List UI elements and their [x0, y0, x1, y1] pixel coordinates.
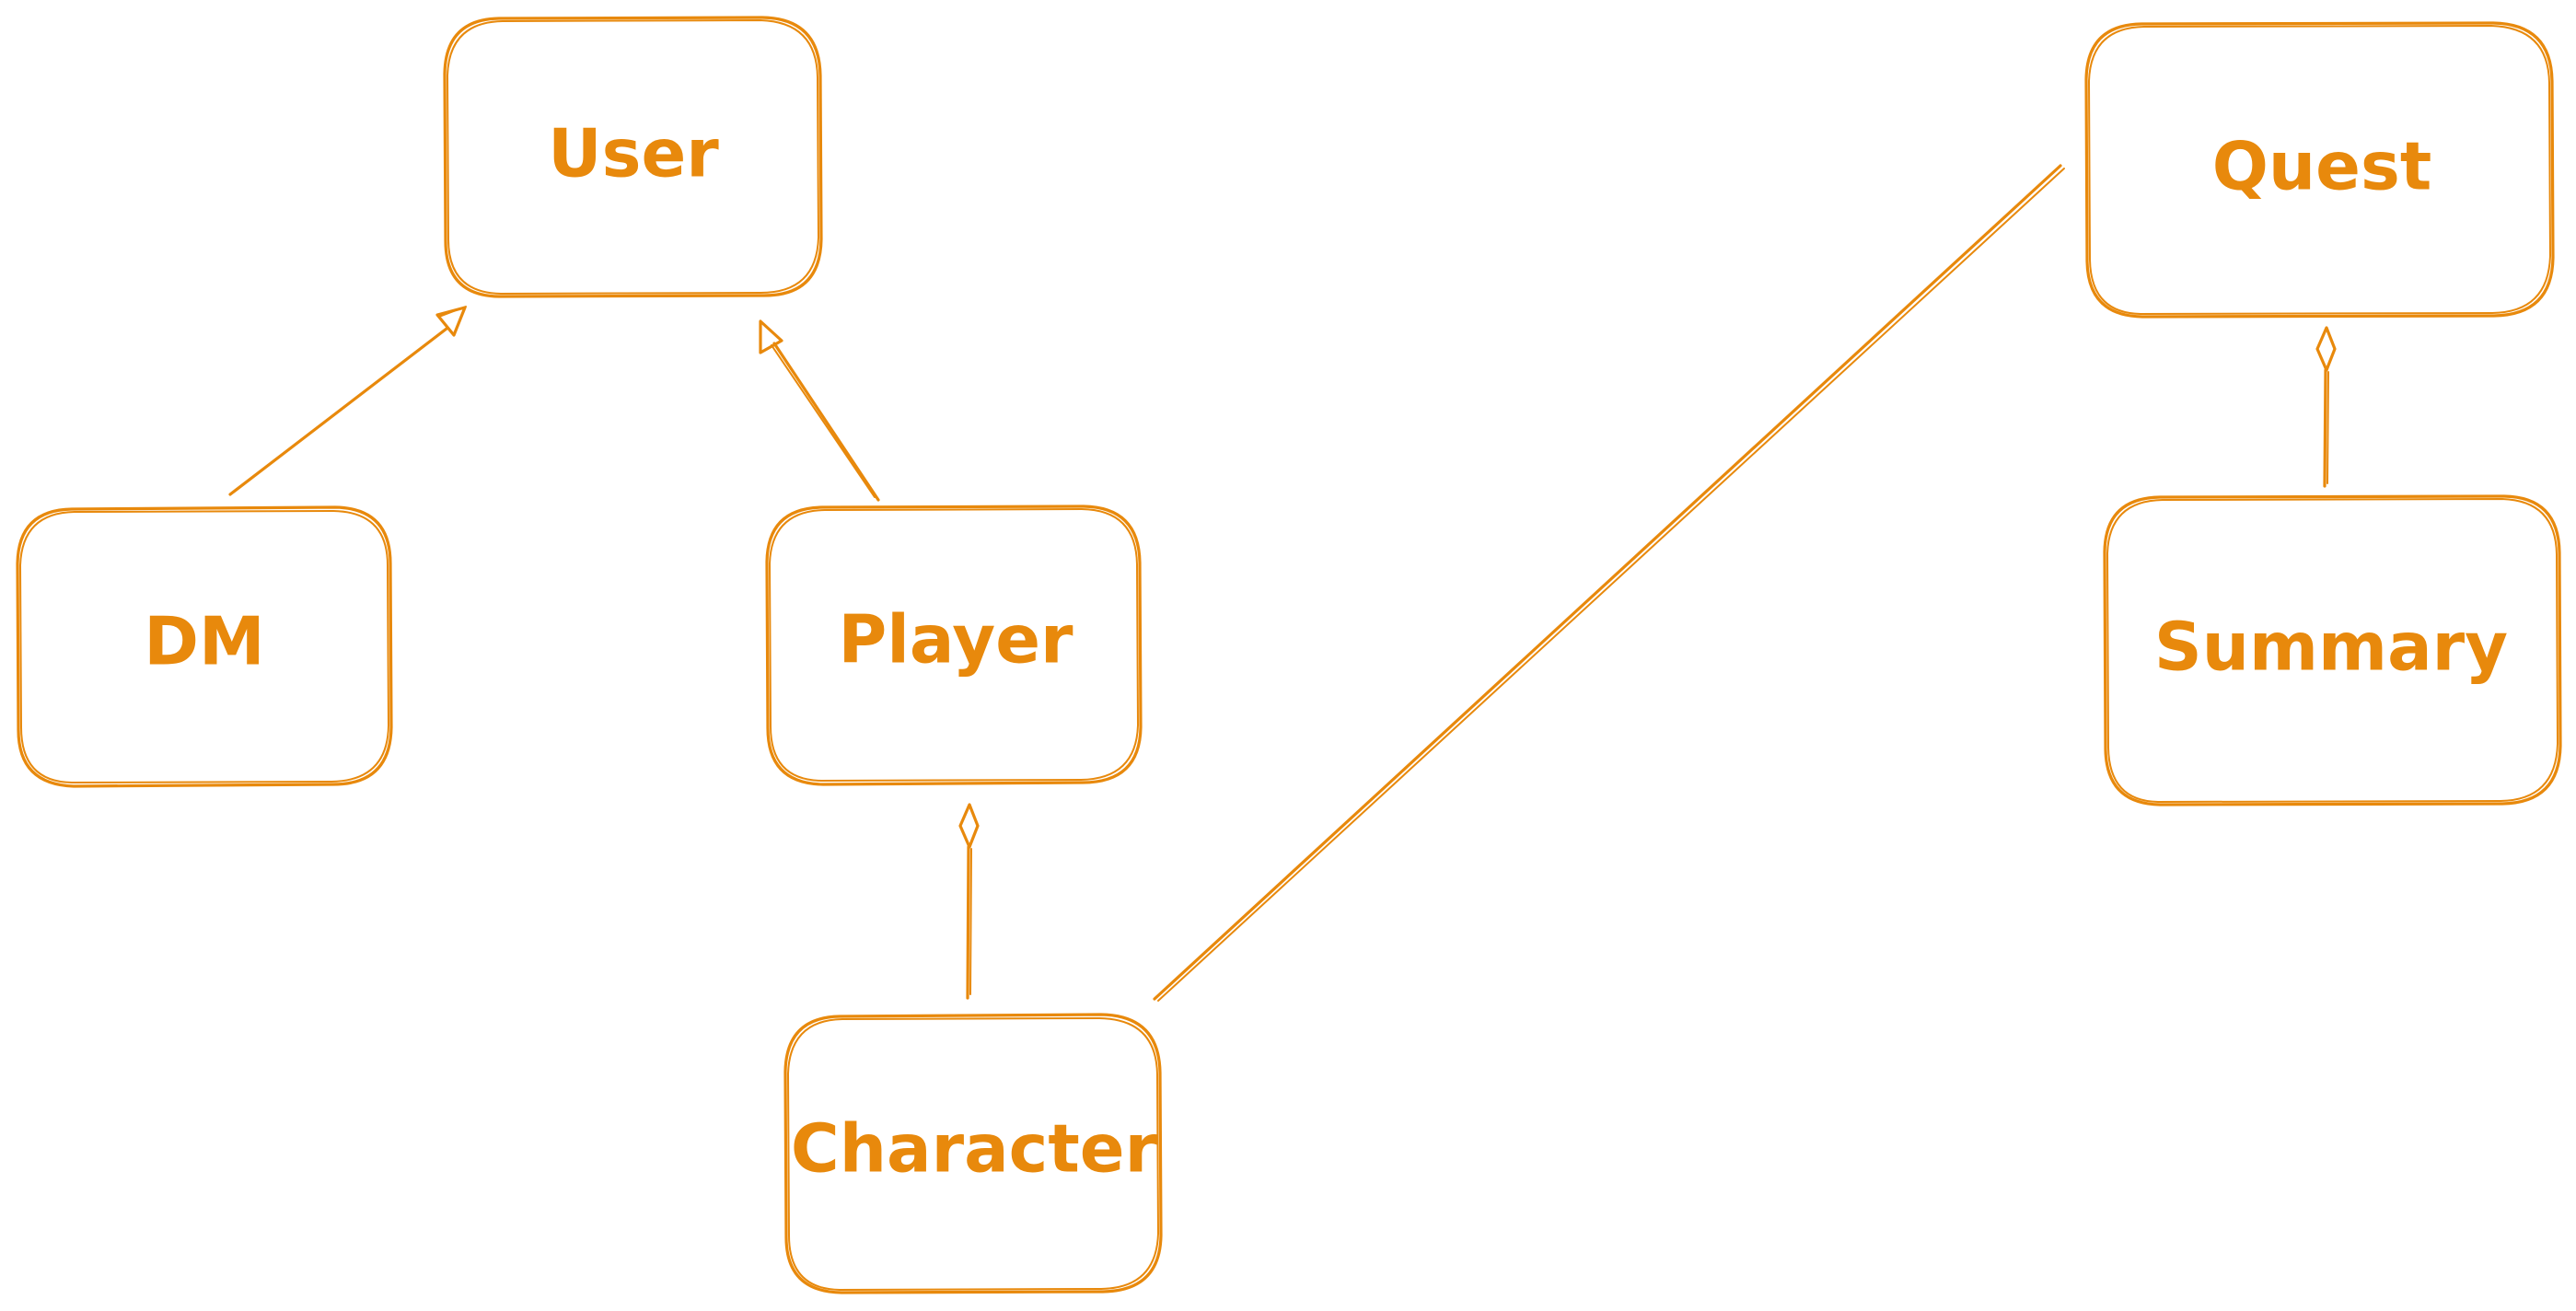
node-summary[interactable]: Summary [2103, 494, 2562, 806]
edge-summary-quest-line [2323, 368, 2327, 488]
node-character-box [783, 1013, 1163, 1294]
edge-summary-quest-line-sketch [2327, 371, 2329, 484]
edge-character-player-line [966, 845, 970, 1000]
edge-dm-user-line [228, 327, 448, 496]
node-dm[interactable]: DM [16, 505, 393, 788]
edge-character-player-line-sketch [969, 848, 972, 995]
edge-character-player[interactable] [958, 803, 980, 1000]
node-summary-label: Summary [2154, 609, 2508, 686]
edge-character-player-diamond [958, 803, 980, 849]
node-user[interactable]: User [443, 16, 823, 298]
edge-player-user[interactable] [759, 319, 880, 502]
node-summary-box-sketch [2106, 498, 2559, 803]
edge-player-user-line [772, 342, 880, 502]
edge-summary-quest-diamond [2315, 326, 2337, 372]
edge-character-quest-line [1153, 164, 2062, 1001]
node-quest-box-sketch [2088, 25, 2551, 315]
node-user-label: User [548, 115, 719, 192]
edge-player-user-line-sketch [771, 344, 876, 498]
edge-dm-user[interactable] [228, 306, 467, 496]
node-quest[interactable]: Quest [2084, 21, 2555, 319]
node-dm-box-sketch [19, 510, 389, 783]
node-quest-label: Quest [2212, 128, 2432, 205]
edge-character-quest-line-sketch [1157, 168, 2065, 1002]
node-character-label: Character [791, 1110, 1158, 1188]
node-character[interactable]: Character [783, 1013, 1163, 1294]
edge-player-user-arrowhead [759, 319, 783, 354]
edge-summary-quest[interactable] [2315, 326, 2337, 488]
node-user-box-sketch [447, 19, 819, 295]
node-summary-box [2103, 494, 2562, 806]
node-character-box-sketch [787, 1017, 1159, 1291]
node-player-label: Player [838, 601, 1073, 679]
edge-character-quest[interactable] [1153, 164, 2065, 1002]
node-dm-box [16, 505, 393, 788]
node-quest-box [2084, 21, 2555, 319]
node-dm-label: DM [144, 603, 264, 680]
node-player-box [765, 505, 1143, 786]
node-player[interactable]: Player [765, 505, 1143, 786]
node-player-box-sketch [769, 508, 1139, 782]
node-user-box [443, 16, 823, 298]
edge-dm-user-arrowhead-sketch [438, 306, 467, 333]
